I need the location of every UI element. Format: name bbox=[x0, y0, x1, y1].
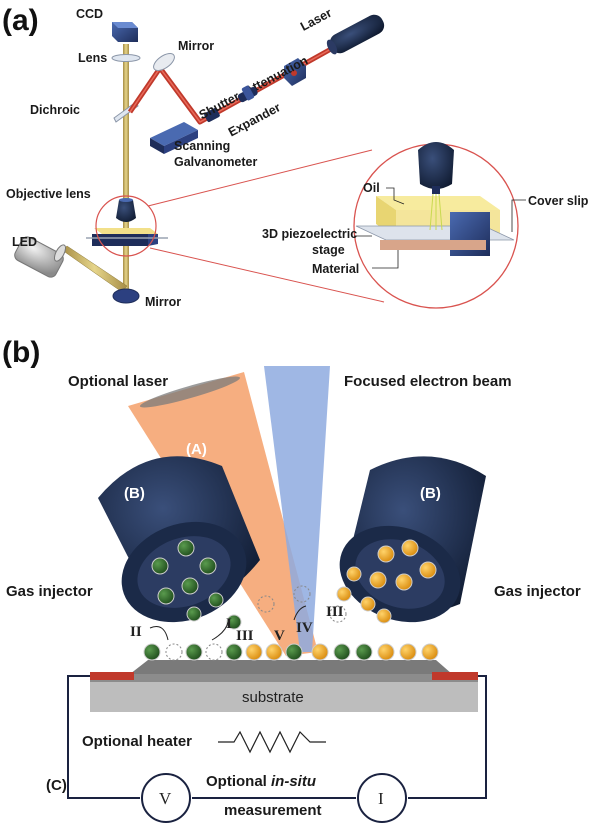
shutter bbox=[204, 108, 220, 122]
process-iii-right-label: III bbox=[326, 604, 344, 620]
surface-precursors bbox=[143, 643, 439, 661]
right-injector-precursors bbox=[369, 539, 437, 591]
led-beam bbox=[61, 245, 128, 293]
process-i-label: I bbox=[226, 616, 232, 632]
zoom-line-top bbox=[147, 149, 373, 207]
circuit-marker: (C) bbox=[46, 777, 67, 794]
process-iv-arrow bbox=[293, 605, 307, 621]
optional-heater-label: Optional heater bbox=[82, 733, 192, 750]
left-gas-injector bbox=[98, 456, 260, 623]
left-contact bbox=[90, 672, 134, 680]
piezo-label-1: 3D piezoelectric bbox=[262, 227, 357, 241]
laser-beam-path bbox=[127, 41, 342, 125]
substrate-label: substrate bbox=[242, 689, 304, 706]
ccd-camera bbox=[112, 22, 138, 42]
objective-lens-label: Objective lens bbox=[6, 187, 91, 201]
lens-label: Lens bbox=[78, 51, 107, 65]
panel-b-label: (b) bbox=[2, 336, 40, 369]
ammeter-symbol: I bbox=[378, 789, 384, 808]
laser-label: Laser bbox=[298, 6, 334, 34]
focused-electron-beam-label: Focused electron beam bbox=[344, 373, 512, 390]
process-i-arrow bbox=[211, 621, 229, 641]
voltmeter bbox=[141, 773, 191, 823]
expander-label: Expander bbox=[226, 100, 283, 139]
optional-laser-label: Optional laser bbox=[68, 373, 168, 390]
objective-lens bbox=[116, 198, 136, 222]
heater-resistor bbox=[218, 730, 326, 754]
deposit-layer bbox=[130, 660, 452, 674]
led-source bbox=[14, 236, 67, 278]
zoom-source-circle bbox=[95, 195, 157, 257]
left-injector-precursors bbox=[151, 539, 217, 605]
electron-beam-cone bbox=[264, 366, 330, 652]
cover-slip-leader bbox=[511, 199, 526, 232]
substrate bbox=[90, 682, 478, 712]
voltmeter-symbol: V bbox=[159, 789, 172, 808]
bottom-mirror bbox=[112, 288, 140, 304]
right-injector-marker: (B) bbox=[420, 485, 441, 502]
galvanometer-label-2: Galvanometer bbox=[174, 155, 258, 169]
measurement-label-line1: Optional in-situ bbox=[206, 773, 316, 790]
oil-label: Oil bbox=[363, 181, 380, 195]
material-label: Material bbox=[312, 262, 359, 276]
ccd-label: CCD bbox=[76, 7, 103, 21]
dichroic-label: Dichroic bbox=[30, 103, 80, 117]
top-mirror bbox=[153, 53, 175, 71]
process-ii-label: II bbox=[130, 624, 142, 640]
right-gas-injector-label: Gas injector bbox=[494, 583, 581, 600]
circuit-wire bbox=[67, 675, 140, 799]
ammeter bbox=[357, 773, 407, 823]
attenuation-block bbox=[284, 58, 306, 86]
left-gas-injector-label: Gas injector bbox=[6, 583, 93, 600]
process-iii-left-label: III bbox=[236, 628, 254, 644]
bottom-mirror-label: Mirror bbox=[145, 295, 181, 309]
top-mirror-label: Mirror bbox=[178, 39, 214, 53]
piezo-label-2: stage bbox=[312, 243, 345, 257]
laser-marker: (A) bbox=[186, 441, 207, 458]
vertical-optical-path bbox=[123, 44, 129, 299]
lens bbox=[111, 54, 141, 62]
cover-slip-label: Cover slip bbox=[528, 194, 589, 208]
left-injector-marker: (B) bbox=[124, 485, 145, 502]
beam-expander bbox=[237, 85, 258, 103]
measurement-label-line2: measurement bbox=[224, 802, 322, 819]
material-leader bbox=[372, 250, 399, 269]
galvanometer-label-1: Scanning bbox=[174, 139, 230, 153]
right-contact bbox=[432, 672, 478, 680]
oil-leader bbox=[386, 187, 405, 205]
led-label: LED bbox=[12, 235, 37, 249]
laser-source bbox=[326, 14, 385, 55]
zoom-line-bottom bbox=[149, 247, 385, 303]
laser-lens-disc bbox=[139, 376, 241, 408]
process-iv-label: IV bbox=[296, 620, 313, 636]
inset-zoom bbox=[353, 142, 519, 309]
scanning-galvanometer bbox=[150, 122, 198, 154]
process-v-label: V bbox=[274, 628, 285, 644]
shutter-label: Shutter bbox=[197, 89, 242, 122]
process-ii-arrow bbox=[149, 626, 169, 641]
panel-a-label: (a) bbox=[2, 4, 39, 37]
free-precursors bbox=[186, 566, 392, 630]
